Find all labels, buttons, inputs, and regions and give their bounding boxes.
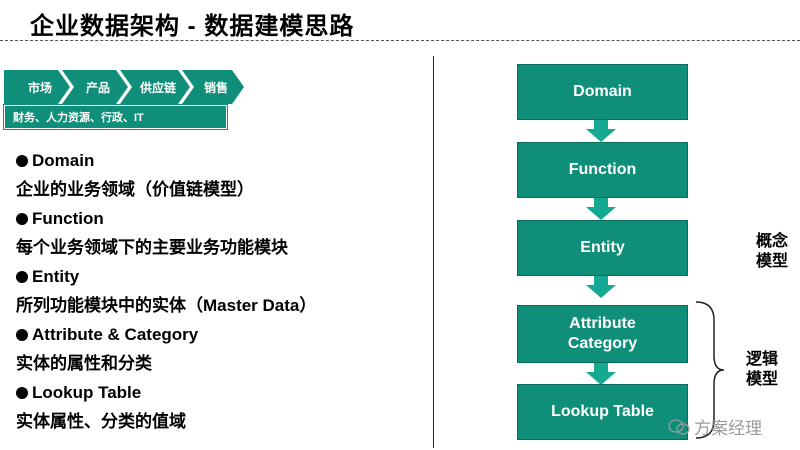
watermark: 方案经理 (668, 414, 762, 439)
value-chain-sales: 销售 (182, 70, 244, 104)
list-item-lookup: Lookup Table (16, 378, 426, 407)
concept-model-label: 概念模型 (755, 233, 788, 270)
value-chain-supply: 供应链 (120, 70, 190, 104)
vertical-divider (433, 56, 434, 448)
list-item-function-desc: 每个业务领域下的主要业务功能模块 (16, 238, 288, 257)
right-brace-icon (695, 301, 725, 439)
list-item-attribute-desc: 实体的属性和分类 (16, 354, 152, 373)
down-arrow-icon (586, 363, 616, 385)
page-title: 企业数据架构 - 数据建模思路 (30, 13, 355, 40)
flow-box-category-label: Category (567, 335, 638, 352)
support-functions-bar: 财务、人力资源、行政、IT (3, 104, 228, 130)
chat-bubble-icon (668, 418, 690, 435)
down-arrow-icon (586, 198, 616, 220)
list-item-entity: Entity (16, 262, 426, 291)
value-chain-product: 产品 (62, 70, 128, 104)
down-arrow-icon (586, 120, 616, 142)
flow-box-entity: Entity (517, 220, 688, 276)
list-item-function: Function (16, 204, 426, 233)
value-chain-market: 市场 (4, 70, 70, 104)
list-item-domain: Domain (16, 146, 426, 175)
watermark-text: 方案经理 (694, 419, 762, 438)
value-chain: 市场 产品 供应链 销售 (4, 70, 244, 104)
bullet-icon (16, 271, 28, 283)
flow-box-attribute-label: Attribute (569, 315, 636, 332)
flow-box-lookup-table: Lookup Table (517, 384, 688, 440)
list-item-lookup-desc: 实体属性、分类的值域 (16, 412, 186, 431)
bullet-icon (16, 155, 28, 167)
title-divider (0, 40, 800, 41)
flow-box-attribute-category: Attribute Category (517, 305, 688, 363)
flow-box-domain: Domain (517, 64, 688, 120)
list-item-attribute: Attribute & Category (16, 320, 426, 349)
down-arrow-icon (586, 276, 616, 298)
list-item-domain-desc: 企业的业务领域（价值链模型） (16, 180, 254, 199)
bullet-icon (16, 387, 28, 399)
flow-box-function: Function (517, 142, 688, 198)
concept-list: Domain 企业的业务领域（价值链模型） Function 每个业务领域下的主… (16, 146, 426, 436)
bullet-icon (16, 329, 28, 341)
logical-model-label: 逻辑模型 (745, 351, 778, 388)
list-item-entity-desc: 所列功能模块中的实体（Master Data） (16, 296, 317, 315)
bullet-icon (16, 213, 28, 225)
